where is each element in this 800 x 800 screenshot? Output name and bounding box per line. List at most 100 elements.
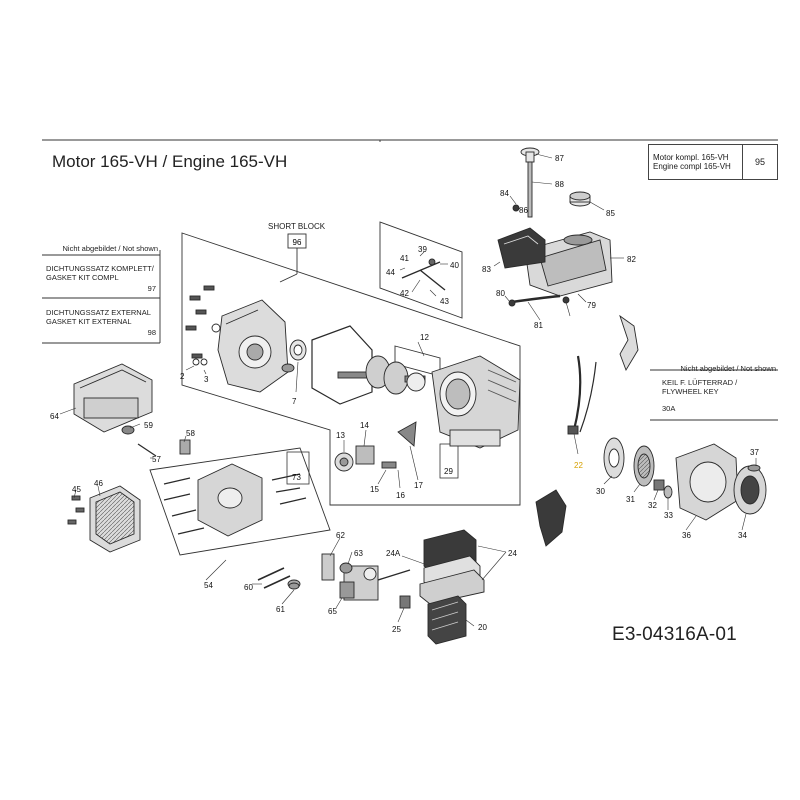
callout: 85 [606, 209, 615, 218]
short-block-label: SHORT BLOCK [268, 222, 326, 231]
callout: 57 [152, 455, 161, 464]
ignition-coil-cable-part [567, 355, 597, 435]
callout: 88 [555, 180, 564, 189]
callout: 46 [94, 479, 103, 488]
callout: 31 [626, 495, 635, 504]
not-shown-item: DICHTUNGSSATZ KOMPLETT/ GASKET KIT COMPL [46, 264, 154, 282]
valve-keeper-part [288, 582, 300, 590]
callout: 61 [276, 605, 285, 614]
not-shown-box-right: Nicht abgebildet / Not shown KEIL F. LÜF… [652, 360, 778, 420]
item-line-en: GASKET KIT COMPL [46, 273, 119, 282]
callout: 13 [336, 431, 345, 440]
group-box-73 [286, 451, 310, 485]
callout: 32 [648, 501, 657, 510]
callout: 65 [328, 607, 337, 616]
callout: 15 [370, 485, 379, 494]
not-shown-item-number: 30A [662, 404, 676, 413]
bracket-part [619, 314, 639, 372]
fuel-tank-part [497, 227, 613, 297]
callout: 20 [478, 623, 487, 632]
item-line-de: DICHTUNGSSATZ KOMPLETT/ [46, 264, 154, 273]
callout: 39 [418, 245, 427, 254]
callout: 84 [500, 189, 509, 198]
cylinder-head-part [89, 485, 141, 553]
callout: 30 [596, 487, 605, 496]
oil-seal-part [281, 339, 307, 373]
not-shown-item: DICHTUNGSSATZ EXTERNAL GASKET KIT EXTERN… [46, 308, 151, 326]
group-box-29 [439, 443, 459, 479]
callout: 44 [386, 268, 395, 277]
callout: 87 [555, 154, 564, 163]
head-assembly-part [163, 463, 307, 537]
recoil-starter-part [733, 464, 767, 515]
callout: 60 [244, 583, 253, 592]
callout-labels: 87 88 84 86 85 82 83 39 41 40 44 42 43 8… [50, 154, 759, 634]
piston-part [334, 421, 417, 472]
fuel-line-part [508, 294, 570, 307]
callout: 41 [400, 254, 409, 263]
short-block-outline [181, 232, 521, 506]
fuel-cap-part [569, 191, 591, 207]
flywheel-part [603, 437, 655, 487]
shroud-plate-part [535, 489, 567, 547]
callout: 17 [414, 481, 423, 490]
callout: 86 [519, 206, 528, 215]
pin-set-part [401, 258, 446, 291]
not-shown-item-number: 97 [147, 284, 156, 293]
callout: 64 [50, 412, 59, 421]
head-bolts-part [67, 495, 85, 525]
small-fittings-part [121, 425, 191, 457]
flywheel-nut-part [653, 479, 673, 499]
fan-housing-part [675, 443, 739, 521]
callout: 43 [440, 297, 449, 306]
choke-linkage-part [321, 553, 353, 581]
callout: 80 [496, 289, 505, 298]
assembly-reference-text: Motor kompl. 165-VH Engine compl 165-VH [653, 153, 731, 171]
callout: 16 [396, 491, 405, 500]
group-box-pin-set [379, 221, 463, 319]
callout: 2 [180, 372, 185, 381]
crankshaft-part [337, 355, 426, 395]
callout: 24A [386, 549, 401, 558]
muffler-part [427, 595, 467, 645]
callout-highlighted: 22 [574, 461, 583, 470]
air-cleaner-part [419, 529, 485, 605]
crankcase-cover-part [217, 299, 289, 393]
not-shown-box-left: Nicht abgebildet / Not shown DICHTUNGSSA… [44, 240, 160, 344]
callout: 42 [400, 289, 409, 298]
callout: 73 [292, 473, 301, 482]
callout: 25 [392, 625, 401, 634]
callout: 29 [444, 467, 453, 476]
leader-lines [59, 153, 757, 627]
nut-part [399, 595, 411, 609]
callout: 7 [292, 397, 297, 406]
callout: 37 [750, 448, 759, 457]
assembly-reference-number: 95 [742, 145, 777, 179]
page-title: Motor 165-VH / Engine 165-VH [52, 152, 288, 171]
frame-lines [42, 139, 778, 421]
item-line-en: FLYWHEEL KEY [662, 387, 719, 396]
callout: 3 [204, 375, 209, 384]
not-shown-header: Nicht abgebildet / Not shown [62, 244, 158, 253]
callout: 63 [354, 549, 363, 558]
item-line-de: KEIL F. LÜFTERRAD / [662, 378, 738, 387]
group-box-cylinder-head [149, 447, 331, 556]
callout: 79 [587, 301, 596, 310]
callout: 24 [508, 549, 517, 558]
air-filter-box-part [73, 363, 153, 433]
callout: 34 [738, 531, 747, 540]
callout: 83 [482, 265, 491, 274]
not-shown-item-number: 98 [147, 328, 156, 337]
callout: 33 [664, 511, 673, 520]
item-line-en: GASKET KIT EXTERNAL [46, 317, 132, 326]
callout: 62 [336, 531, 345, 540]
drawing-code: E3-04316A-01 [612, 624, 737, 645]
item-line-de: DICHTUNGSSATZ EXTERNAL [46, 308, 151, 317]
assembly-reference-line-en: Engine compl 165-VH [653, 162, 731, 171]
short-block-number: 96 [293, 238, 302, 247]
assembly-reference-box: Motor kompl. 165-VH Engine compl 165-VH … [648, 144, 778, 180]
not-shown-header: Nicht abgebildet / Not shown [680, 364, 776, 373]
callout: 36 [682, 531, 691, 540]
